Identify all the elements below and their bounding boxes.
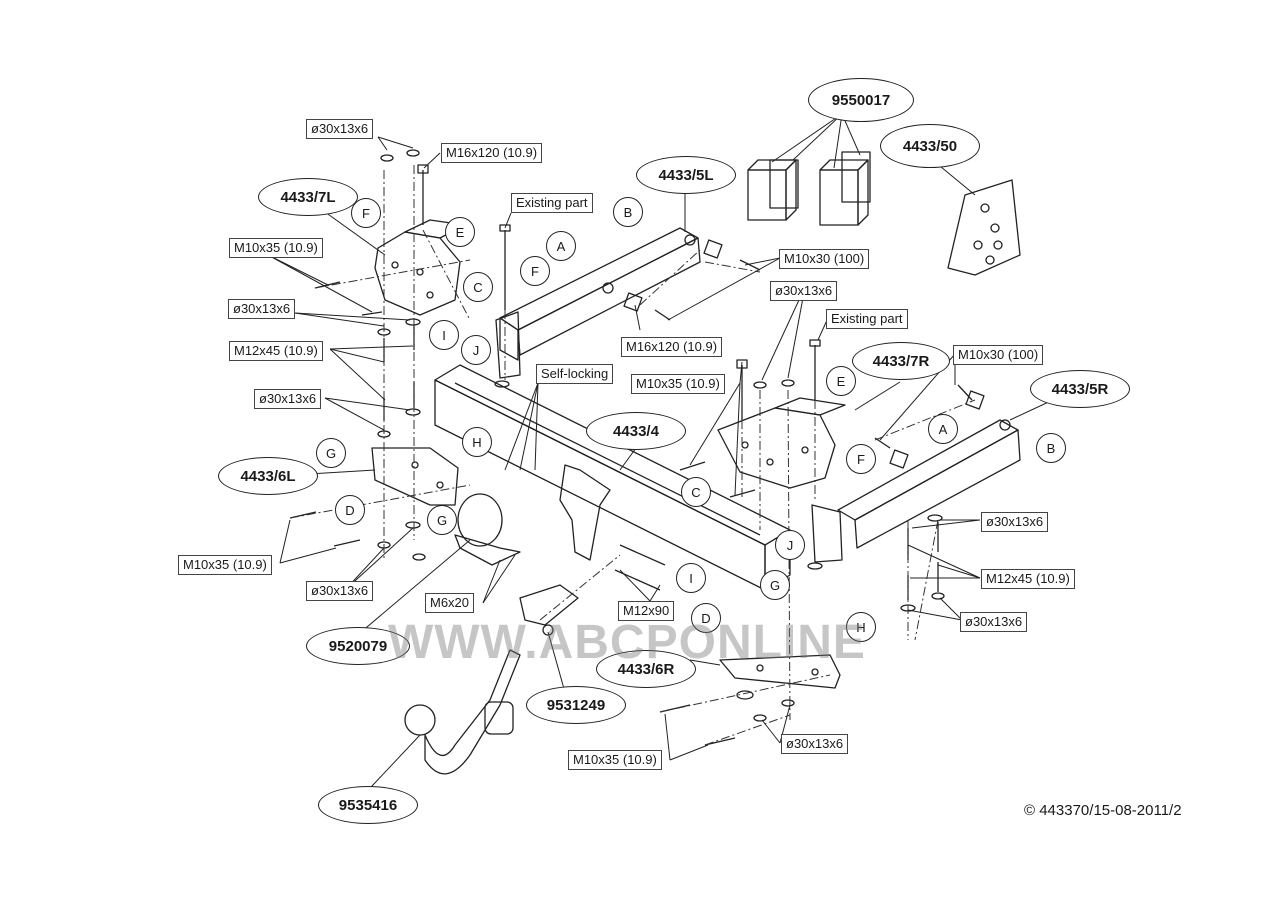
spec-washer-right-mid: ø30x13x6 [981, 512, 1049, 532]
spec-m12x45-right: M12x45 (10.9) [981, 569, 1075, 589]
spec-washer-lower-left: ø30x13x6 [254, 389, 322, 409]
spec-m12x45-left: M12x45 (10.9) [229, 341, 323, 361]
callout-b-right: B [1036, 433, 1066, 463]
spec-m16x120-right: M16x120 (10.9) [621, 337, 723, 357]
spec-existing-part-left: Existing part [511, 193, 593, 213]
callout-j-right: J [775, 530, 805, 560]
part-oval-9535416: 9535416 [318, 786, 418, 824]
part-oval-9520079: 9520079 [306, 627, 410, 665]
spec-washer-right-low: ø30x13x6 [960, 612, 1028, 632]
spec-m10x35-bottom: M10x35 (10.9) [568, 750, 662, 770]
part-oval-4433-6l: 4433/6L [218, 457, 318, 495]
part-oval-4433-5l: 4433/5L [636, 156, 736, 194]
center-tow-bracket [559, 464, 611, 561]
spec-washer-top-left: ø30x13x6 [306, 119, 374, 139]
callout-j-left: J [461, 335, 491, 365]
spec-m16x120-left: M16x120 (10.9) [441, 143, 543, 163]
callout-e-left: E [445, 217, 475, 247]
part-oval-9531249: 9531249 [526, 686, 626, 724]
spec-m10x35-center: M10x35 (10.9) [631, 374, 725, 394]
right-lower-bracket [719, 654, 841, 689]
socket-plate [454, 493, 521, 566]
part-oval-4433-50: 4433/50 [880, 124, 980, 168]
right-upper-bracket [717, 397, 846, 489]
spec-washer-bottom-right: ø30x13x6 [781, 734, 849, 754]
right-side-arm [811, 419, 1021, 563]
part-oval-4433-7r: 4433/7R [852, 342, 950, 380]
callout-e-right: E [826, 366, 856, 396]
callout-h-right: H [846, 612, 876, 642]
spec-m10x30-left: M10x30 (100) [779, 249, 870, 269]
spec-m10x30-right: M10x30 (100) [953, 345, 1044, 365]
left-side-arm [495, 227, 701, 379]
watermark: WWW.ABCPONLINE [388, 616, 866, 669]
callout-c-right: C [681, 477, 711, 507]
main-crossbeam [434, 364, 791, 591]
ball-neck [404, 649, 521, 775]
callout-g-left-upper: G [316, 438, 346, 468]
copyright-note: © 443370/15-08-2011/2 [1024, 802, 1182, 819]
spec-m6x20: M6x20 [425, 593, 475, 613]
callout-b-left: B [613, 197, 643, 227]
spec-washer-bottom-left: ø30x13x6 [306, 581, 374, 601]
spec-m10x35-lower-left: M10x35 (10.9) [178, 555, 272, 575]
part-oval-4433-5r: 4433/5R [1030, 370, 1130, 408]
callout-d-right: D [691, 603, 721, 633]
callout-i-left: I [429, 320, 459, 350]
callout-f-right: F [846, 444, 876, 474]
left-lower-bracket [371, 447, 459, 506]
callout-g-left-lower: G [427, 505, 457, 535]
callout-f-left-bracket: F [351, 198, 381, 228]
spec-m10x35-upper-left: M10x35 (10.9) [229, 238, 323, 258]
washers [377, 149, 985, 722]
reinforcement-plate [947, 179, 1021, 276]
spec-washer-mid-left: ø30x13x6 [228, 299, 296, 319]
spec-m12x90: M12x90 [618, 601, 675, 621]
spec-existing-part-right: Existing part [826, 309, 908, 329]
spec-self-locking: Self-locking [536, 364, 614, 384]
spec-washer-right-top: ø30x13x6 [770, 281, 838, 301]
part-oval-4433-6r: 4433/6R [596, 650, 696, 688]
callout-h-left: H [462, 427, 492, 457]
callout-a-right: A [928, 414, 958, 444]
callout-f-left-arm: F [520, 256, 550, 286]
part-oval-9550017: 9550017 [808, 78, 914, 122]
callout-i-right: I [676, 563, 706, 593]
callout-c-left: C [463, 272, 493, 302]
part-oval-4433-4: 4433/4 [586, 412, 686, 450]
callout-a-left: A [546, 231, 576, 261]
callout-g-right: G [760, 570, 790, 600]
callout-d-left: D [335, 495, 365, 525]
lock-mechanism [519, 584, 579, 636]
part-oval-4433-7l: 4433/7L [258, 178, 358, 216]
spacer-blocks [747, 151, 871, 226]
